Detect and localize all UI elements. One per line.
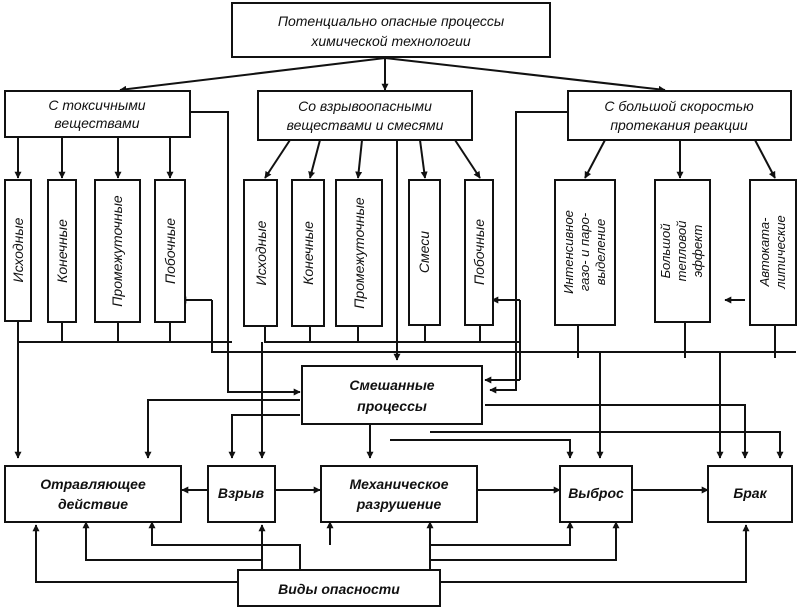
hazard-types-label: Виды опасности <box>278 581 400 597</box>
toxic-substance-byproduct-label: Побочные <box>162 218 178 284</box>
toxic-substance-final-label: Конечные <box>54 219 70 283</box>
category-explosive: Со взрывоопасными веществами и смесями <box>257 90 473 141</box>
explosive-substance-final-label: Конечные <box>300 221 316 285</box>
toxic-substance-intermediate: Промежуточные <box>94 179 141 323</box>
effect-release-label: Выброс <box>568 485 624 501</box>
category-toxic: С токсичными веществами <box>4 90 191 138</box>
effect-mechanical-line-1: Механическое <box>350 476 449 492</box>
feature-auto-line-1: Автоката- <box>757 217 772 288</box>
mixed-line-1: Смешанные <box>349 377 434 393</box>
explosive-substance-initial: Исходные <box>243 179 278 327</box>
effect-defect-label: Брак <box>733 485 767 501</box>
toxic-substance-byproduct: Побочные <box>154 179 186 323</box>
effect-explosion: Взрыв <box>207 465 276 523</box>
root-line-2: химической технологии <box>310 33 471 49</box>
feature-heat-effect: Большой тепловой эффект <box>654 179 711 323</box>
explosive-substance-intermediate: Промежуточные <box>335 179 383 327</box>
root-line-1: Потенциально опасные процессы <box>278 13 505 29</box>
hazard-types-box: Виды опасности <box>237 569 441 607</box>
category-toxic-line-2: веществами <box>54 115 139 131</box>
feature-auto-line-2: литические <box>773 215 788 290</box>
feature-gas-line-1: Интенсивное <box>561 210 576 294</box>
explosive-substance-byproduct: Побочные <box>464 179 494 326</box>
effect-explosion-label: Взрыв <box>218 485 265 501</box>
feature-heat-line-1: Большой <box>658 224 673 279</box>
effect-mechanical: Механическое разрушение <box>320 465 478 523</box>
root-box: Потенциально опасные процессы химической… <box>231 2 551 58</box>
connectors <box>14 57 796 583</box>
explosive-substance-mixtures-label: Смеси <box>416 231 432 273</box>
effect-release: Выброс <box>559 465 633 523</box>
effect-poison: Отравляющее действие <box>4 465 182 523</box>
feature-gas-release: Интенсивное газо- и паро- выделение <box>554 179 616 326</box>
feature-gas-line-3: выделение <box>593 219 608 286</box>
mixed-processes-box: Смешанные процессы <box>301 365 483 425</box>
feature-heat-line-2: тепловой <box>674 221 689 282</box>
effect-defect: Брак <box>707 465 793 523</box>
feature-gas-line-2: газо- и паро- <box>577 212 592 291</box>
category-fast-reaction-line-1: С большой скоростью <box>604 98 754 114</box>
effect-poison-line-2: действие <box>58 496 128 512</box>
explosive-substance-mixtures: Смеси <box>408 179 441 326</box>
toxic-substance-intermediate-label: Промежуточные <box>109 195 125 307</box>
category-explosive-line-2: веществами и смесями <box>287 117 444 133</box>
toxic-substance-initial: Исходные <box>4 179 32 322</box>
explosive-substance-byproduct-label: Побочные <box>471 219 487 285</box>
feature-autocatalytic: Автоката- литические <box>749 179 797 326</box>
toxic-substance-initial-label: Исходные <box>10 217 26 282</box>
explosive-substance-initial-label: Исходные <box>253 220 269 285</box>
category-fast-reaction-line-2: протекания реакции <box>610 117 748 133</box>
effect-poison-line-1: Отравляющее <box>40 476 146 492</box>
feature-heat-line-3: эффект <box>690 225 705 278</box>
category-explosive-line-1: Со взрывоопасными <box>298 98 432 114</box>
toxic-substance-final: Конечные <box>47 179 77 323</box>
explosive-substance-intermediate-label: Промежуточные <box>351 197 367 309</box>
effect-mechanical-line-2: разрушение <box>356 496 442 512</box>
category-fast-reaction: С большой скоростью протекания реакции <box>567 90 792 141</box>
explosive-substance-final: Конечные <box>291 179 325 327</box>
category-toxic-line-1: С токсичными <box>48 97 145 113</box>
mixed-line-2: процессы <box>357 398 427 414</box>
